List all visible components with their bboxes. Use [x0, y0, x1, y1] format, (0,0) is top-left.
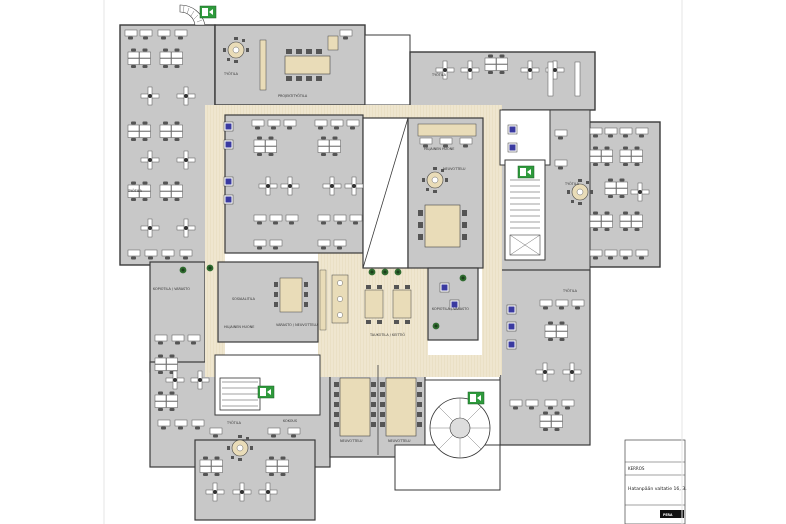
room-label-tyotila-4: TYÖTILA — [564, 181, 580, 186]
room-label-tyotila-2: TYÖTILA — [431, 72, 447, 77]
room-label-tyotila-3: TYÖTILA — [127, 188, 143, 193]
room-label-neuvottelu-2: NEUVOTTELU — [340, 439, 363, 443]
meeting-tables-bottom — [334, 365, 422, 455]
room-label-kokous: KOKOUS — [283, 419, 297, 423]
staircase-icon — [179, 4, 541, 459]
desk-group-top-right — [435, 54, 581, 97]
title-block-address: Hatanpään valtatie 16, 3. — [628, 486, 687, 492]
company-logo-text: PERA — [663, 513, 673, 517]
room-labels: TYÖTILA PROJEKTITYÖTILA TYÖTILA TYÖTILA … — [127, 71, 580, 443]
title-block-small-label: KERROS — [628, 466, 645, 471]
room-label-varasto-neuvottelu: VARASTO / NEUVOTTELU — [276, 323, 318, 327]
room-label-kopiotila-1: KOPIOTILA / VARASTO — [153, 287, 190, 291]
room-label-neuvottelu-3: NEUVOTTELU — [388, 439, 411, 443]
room-label-neuvotteluhuone-1: NEUVOTTELU — [443, 167, 466, 171]
room-label-tyotila-1: TYÖTILA — [223, 71, 239, 76]
project-room-furniture — [222, 29, 353, 91]
room-label-hiljainen-huone-2: HILJAINEN HUONE — [224, 325, 254, 329]
kitchen-furniture — [274, 269, 412, 331]
room-label-tyotila-5: TYÖTILA — [562, 288, 578, 293]
room-label-kopiotila-2: KOPIOTILA / VARASTO — [432, 307, 469, 311]
room-label-sosiaalitila: SOSIAALITILA — [232, 297, 256, 301]
room-label-taukotila: TAUKOTILA / KEITTIÖ — [369, 332, 405, 337]
meeting-furniture-inner-right — [417, 123, 477, 248]
room-label-tyotila-6: TYÖTILA — [226, 420, 242, 425]
company-logo — [660, 510, 684, 518]
room-label-projektityotila: PROJEKTITYÖTILA — [278, 93, 308, 98]
title-block: KERROS Hatanpään valtatie 16, 3. PERA — [624, 439, 687, 524]
room-label-hiljainen-huone: HILJAINEN HUONE — [424, 147, 454, 151]
